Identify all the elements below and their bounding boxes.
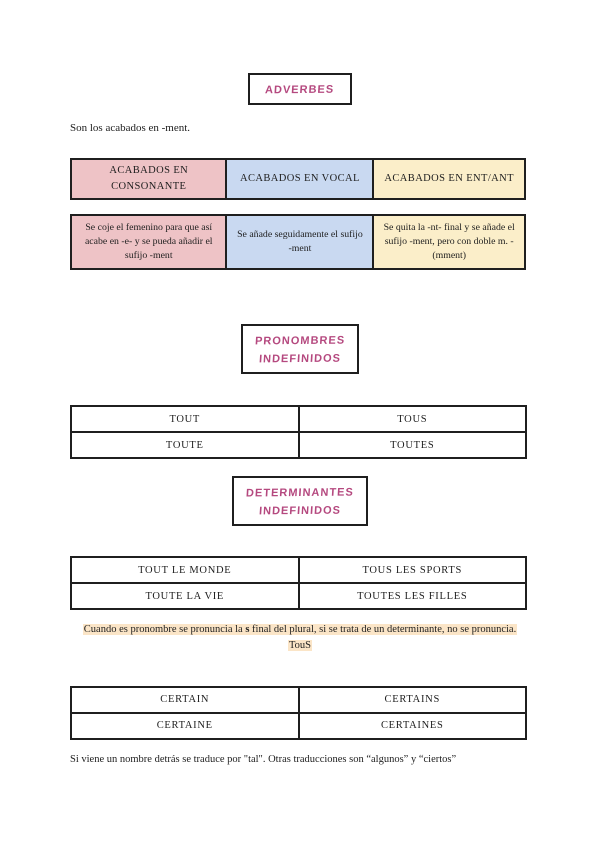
rule-cell-entant: Se quita la -nt- final y se añade el suf… — [374, 216, 524, 268]
cell-toute-la-vie: TOUTE LA VIE — [70, 582, 300, 610]
cell-toutes-les-filles: TOUTES LES FILLES — [297, 582, 527, 610]
determinantes-title-box: DETERMINANTES INDEFINIDOS — [232, 476, 368, 526]
cell-certains: CERTAINS — [297, 685, 527, 714]
rule-cell-vocal: Se añade seguidamente el sufijo -ment — [227, 216, 375, 268]
pronombres-table: TOUT TOUS TOUTE TOUTES — [70, 405, 527, 459]
header-cell-entant: ACABADOS EN ENT/ANT — [374, 160, 524, 198]
certain-footer-note: Si viene un nombre detrás se traduce por… — [70, 753, 457, 765]
cell-toute: TOUTE — [70, 431, 300, 459]
note-part2: final del plural, si se trata de un dete… — [249, 624, 517, 635]
determinantes-title-line1: DETERMINANTES — [245, 486, 355, 500]
pronombres-title-line1: PRONOMBRES — [254, 334, 346, 348]
adverbes-rules-row: Se coje el femenino para que así acabe e… — [70, 214, 526, 270]
determinantes-table: TOUT LE MONDE TOUS LES SPORTS TOUTE LA V… — [70, 556, 527, 610]
pronunciation-note: Cuando es pronombre se pronuncia la s fi… — [62, 622, 538, 654]
cell-certaine: CERTAINE — [70, 711, 300, 740]
rule-cell-consonante: Se coje el femenino para que así acabe e… — [72, 216, 228, 268]
cell-tout: TOUT — [70, 405, 300, 433]
table-row: TOUT LE MONDE TOUS LES SPORTS — [70, 556, 527, 584]
table-row: CERTAINE CERTAINES — [70, 711, 527, 740]
cell-toutes: TOUTES — [297, 431, 527, 459]
certain-table: CERTAIN CERTAINS CERTAINE CERTAINES — [70, 685, 527, 740]
adverbes-title-box: ADVERBES — [248, 73, 352, 105]
header-cell-vocal: ACABADOS EN VOCAL — [227, 160, 375, 198]
cell-certain: CERTAIN — [70, 685, 300, 714]
adverbes-title: ADVERBES — [265, 83, 335, 97]
adverbes-intro: Son los acabados en -ment. — [70, 122, 191, 134]
pronunciation-note-text: Cuando es pronombre se pronuncia la s fi… — [82, 624, 518, 635]
pronombres-title-line2: INDEFINIDOS — [258, 352, 342, 366]
note-bold-s: s — [245, 624, 250, 635]
cell-certaines: CERTAINES — [297, 711, 527, 740]
table-row: TOUTE TOUTES — [70, 431, 527, 459]
table-row: TOUTE LA VIE TOUTES LES FILLES — [70, 582, 527, 610]
note-part1: Cuando es pronombre se pronuncia la — [83, 624, 246, 635]
table-row: CERTAIN CERTAINS — [70, 685, 527, 714]
pronunciation-note-example: TouS — [287, 639, 313, 651]
adverbes-header-row: ACABADOS EN CONSONANTE ACABADOS EN VOCAL… — [70, 158, 526, 200]
determinantes-title-line2: INDEFINIDOS — [258, 504, 342, 518]
pronombres-title-box: PRONOMBRES INDEFINIDOS — [240, 324, 360, 374]
header-cell-consonante: ACABADOS EN CONSONANTE — [72, 160, 228, 198]
table-row: TOUT TOUS — [70, 405, 527, 433]
cell-tous-les-sports: TOUS LES SPORTS — [297, 556, 527, 584]
cell-tout-le-monde: TOUT LE MONDE — [70, 556, 300, 584]
cell-tous: TOUS — [297, 405, 527, 433]
